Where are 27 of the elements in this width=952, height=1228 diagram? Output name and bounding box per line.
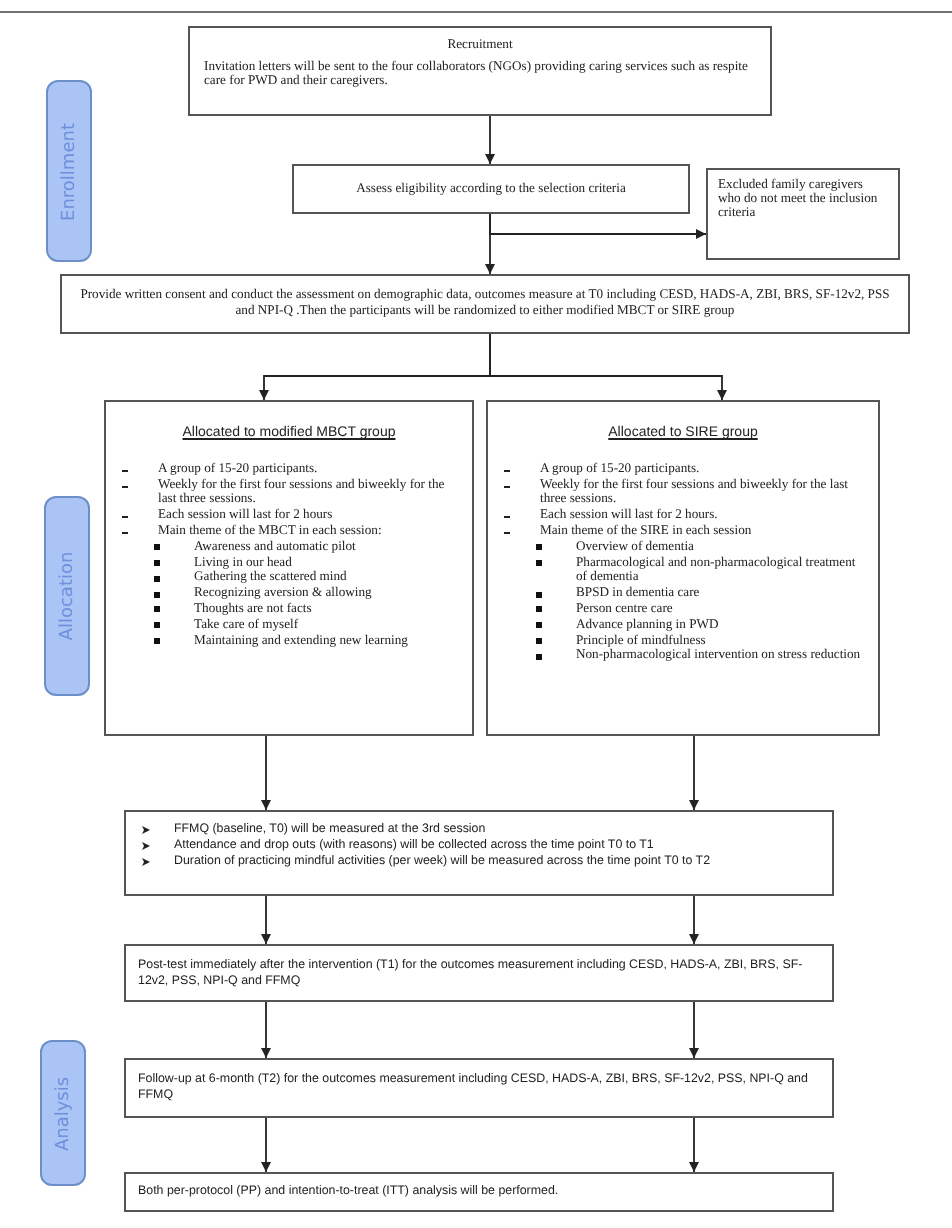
- process-box: [124, 944, 834, 1002]
- process-box: [188, 26, 772, 116]
- arrow: [489, 333, 727, 401]
- phase-label: [46, 80, 92, 262]
- process-box: [124, 1172, 834, 1212]
- arrow: [689, 735, 699, 811]
- process-box: [124, 810, 834, 896]
- phase-label-text: Allocation: [57, 551, 77, 641]
- arrow: [689, 1117, 699, 1173]
- phase-label-text: Analysis: [53, 1075, 73, 1151]
- arrow: [261, 1001, 271, 1059]
- process-box: [60, 274, 910, 334]
- arrow: [261, 735, 271, 811]
- process-box: [104, 400, 474, 736]
- process-box: [486, 400, 880, 736]
- arrow: [261, 1117, 271, 1173]
- phase-label: [40, 1040, 86, 1186]
- process-box: [292, 164, 690, 214]
- arrow: [485, 115, 495, 165]
- arrow: [489, 213, 707, 239]
- arrow: [261, 895, 271, 945]
- arrow: [689, 895, 699, 945]
- process-box: [124, 1058, 834, 1118]
- process-box: [706, 168, 900, 260]
- phase-label-text: Enrollment: [59, 122, 79, 220]
- phase-label: [44, 496, 90, 696]
- arrow: [689, 1001, 699, 1059]
